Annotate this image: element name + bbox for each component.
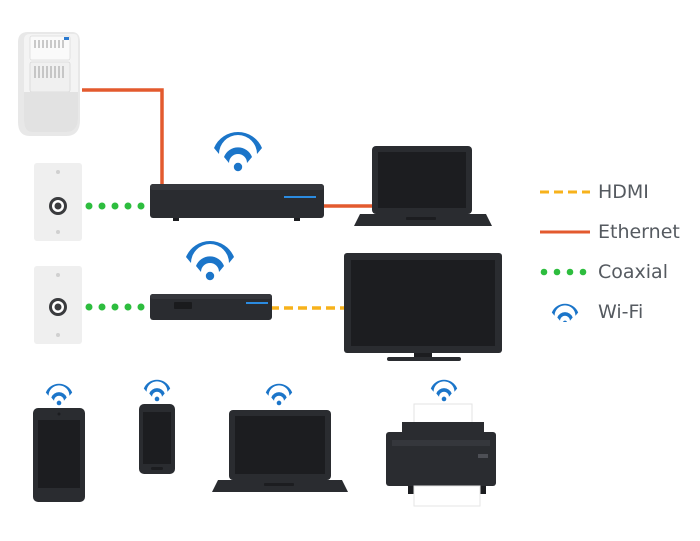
legend-label-hdmi: HDMI xyxy=(598,181,649,203)
television xyxy=(344,253,502,361)
tablet xyxy=(33,408,85,502)
connections xyxy=(82,88,372,311)
ethernet-line-icon xyxy=(540,230,590,234)
wifi-icon xyxy=(551,303,579,322)
hdmi-line-icon xyxy=(540,190,590,194)
legend: HDMI Ethernet Coaxial Wi-Fi xyxy=(540,172,700,332)
legend-label-coaxial: Coaxial xyxy=(598,261,668,283)
wifi-icon-set-top-box xyxy=(186,241,234,281)
wifi-icon-smartphone xyxy=(143,379,171,402)
laptop-wired xyxy=(354,146,492,226)
coaxial-dots-icon xyxy=(540,268,587,276)
legend-item-ethernet: Ethernet xyxy=(540,212,700,252)
wifi-icon-laptop xyxy=(265,383,293,406)
wifi-icon-network-adapter xyxy=(214,132,262,172)
smartphone xyxy=(139,404,175,474)
legend-item-coaxial: Coaxial xyxy=(540,252,700,292)
wifi-icon-printer xyxy=(430,379,458,402)
legend-label-wifi: Wi-Fi xyxy=(598,301,644,323)
coaxial-wall-plate-top xyxy=(34,163,82,241)
set-top-box xyxy=(150,294,272,320)
wifi-signals xyxy=(45,132,458,406)
moca-adapter xyxy=(18,32,80,136)
printer xyxy=(386,403,496,507)
wifi-icon-tablet xyxy=(45,383,73,406)
laptop-wireless xyxy=(212,410,348,492)
legend-item-wifi: Wi-Fi xyxy=(540,292,700,332)
ethernet-cable-modem-to-adapter xyxy=(82,88,164,184)
legend-item-hdmi: HDMI xyxy=(540,172,700,212)
coaxial-cable-bottom xyxy=(85,303,145,311)
coaxial-cable-top xyxy=(85,202,145,210)
network-adapter xyxy=(150,184,324,221)
legend-label-ethernet: Ethernet xyxy=(598,221,680,243)
coaxial-wall-plate-bottom xyxy=(34,266,82,344)
